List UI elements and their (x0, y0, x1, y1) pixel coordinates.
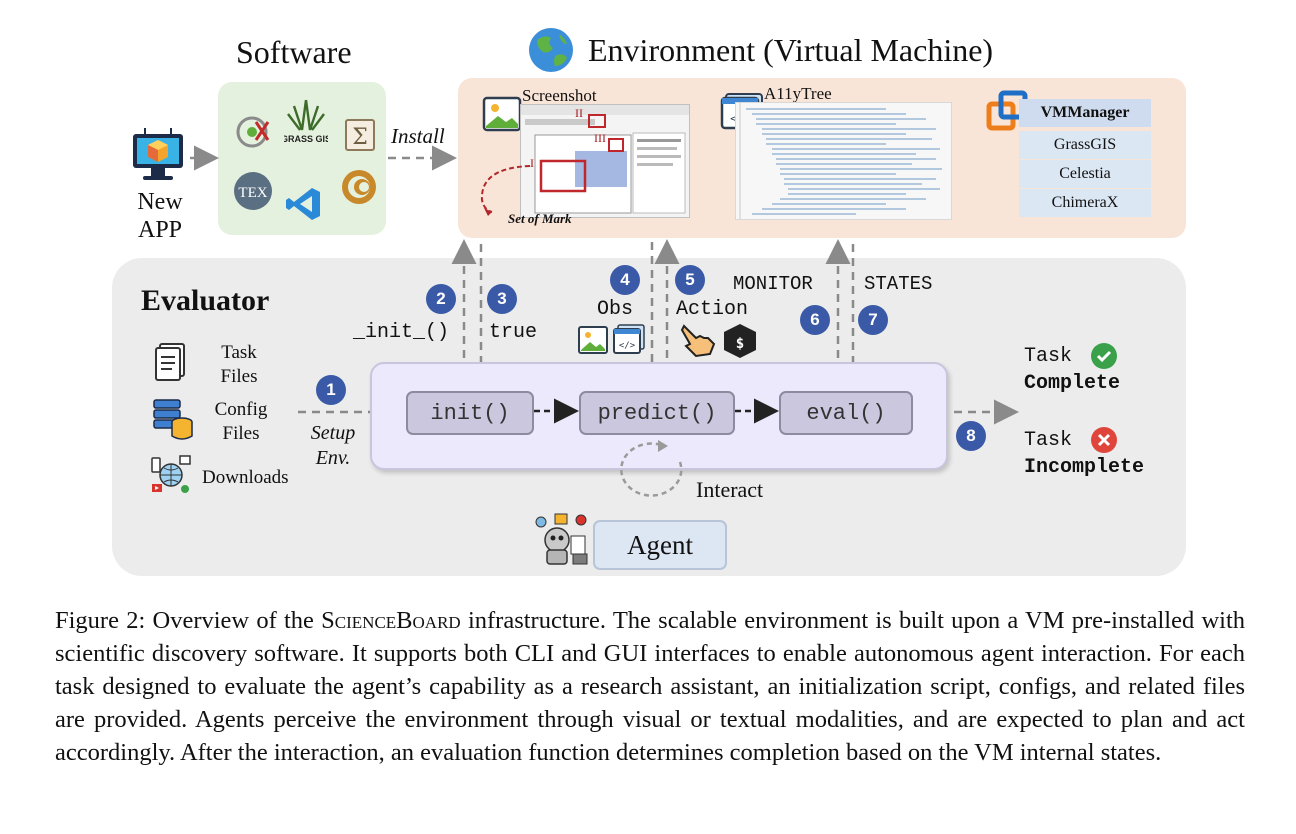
svg-text:</>: </> (619, 341, 636, 351)
step-5-badge: 5 (675, 265, 705, 295)
interact-label: Interact (696, 477, 764, 502)
new-app-label: New APP (130, 188, 190, 244)
document-icon (152, 342, 188, 384)
svg-text:GRASS GIS: GRASS GIS (284, 134, 328, 144)
step-2-badge: 2 (426, 284, 456, 314)
downloads-label: Downloads (202, 467, 289, 488)
screenshot-label: Screenshot (522, 86, 597, 105)
action-label: Action (676, 298, 749, 321)
set-of-mark-arrow (480, 165, 531, 216)
svg-text:$: $ (736, 336, 744, 352)
grassgis-icon: GRASS GIS (281, 96, 331, 148)
setup-line2: Env. (315, 447, 351, 469)
obs-image-icon (578, 326, 608, 354)
step-1-badge: 1 (316, 375, 346, 405)
agent-robot-icon (533, 512, 591, 566)
hand-pointer-icon (678, 322, 718, 358)
complete-status: Complete (1024, 372, 1121, 395)
mark-i: I (530, 156, 534, 170)
vm-app-grassgis: GrassGIS (1019, 131, 1151, 159)
true-label: true (489, 321, 538, 344)
qgis-icon (234, 112, 274, 152)
downloads-icon (150, 454, 192, 496)
terminal-icon: $ (722, 322, 758, 360)
svg-text:TEX: TEX (238, 185, 267, 201)
caption-prefix: Figure 2: Overview of the (55, 607, 322, 634)
new-app-line1: New (137, 189, 183, 215)
setup-line1: Setup (310, 422, 356, 444)
a11ytree-label: A11yTree (764, 84, 832, 103)
init-label: _init_() (353, 321, 450, 344)
step-4-badge: 4 (610, 265, 640, 295)
task-files-label: Task Files (218, 341, 260, 389)
vmmanager-title: VMManager (1019, 99, 1151, 127)
task-files-line2: Files (220, 366, 258, 387)
caption-body: infrastructure. The scalable environment… (55, 607, 1245, 766)
predict-function-box: predict() (579, 391, 735, 435)
step-7-badge: 7 (858, 305, 888, 335)
evaluator-title: Evaluator (141, 284, 270, 317)
cross-icon (1091, 427, 1117, 453)
screenshot-thumbnail (520, 104, 690, 218)
vm-app-celestia: Celestia (1019, 160, 1151, 188)
sigma-icon: Σ (344, 118, 376, 152)
agent-box: Agent (593, 520, 727, 570)
eval-function-box: eval() (779, 391, 913, 435)
celestia-icon (340, 168, 378, 206)
config-files-label: Config Files (211, 398, 271, 446)
incomplete-task-word: Task (1024, 429, 1073, 452)
new-app-line2: APP (137, 217, 183, 243)
complete-task-word: Task (1024, 345, 1073, 368)
install-label: Install (391, 124, 445, 148)
mark-iii: III (594, 131, 606, 145)
svg-text:Σ: Σ (352, 125, 368, 150)
environment-title: Environment (Virtual Machine) (588, 32, 994, 68)
obs-label: Obs (597, 298, 634, 321)
states-label: STATES (864, 273, 933, 295)
check-icon (1091, 343, 1117, 369)
set-of-mark-label: Set of Mark (508, 211, 572, 226)
a11ytree-thumbnail (735, 102, 952, 220)
caption-name: ScienceBoard (321, 607, 461, 634)
config-files-line1: Config (214, 399, 268, 420)
mark-ii: II (575, 106, 583, 120)
software-title: Software (236, 34, 352, 70)
vscode-icon (284, 184, 324, 224)
monitor-icon (131, 126, 185, 184)
monitor-label: MONITOR (733, 273, 813, 295)
tex-icon: TEX (232, 170, 274, 212)
interact-cycle (620, 442, 683, 497)
step-8-badge: 8 (956, 421, 986, 451)
task-files-line1: Task (221, 342, 257, 363)
setup-env-label: Setup Env. (305, 421, 361, 471)
globe-icon (527, 26, 575, 74)
obs-code-icon: </> (613, 324, 645, 354)
config-files-line2: Files (222, 423, 260, 444)
vm-app-chimerax: ChimeraX (1019, 189, 1151, 217)
database-icon (152, 398, 194, 442)
figure-caption: Figure 2: Overview of the ScienceBoard i… (55, 604, 1245, 769)
init-function-box: init() (406, 391, 534, 435)
step-3-badge: 3 (487, 284, 517, 314)
pipeline-arrows (534, 398, 779, 497)
incomplete-status: Incomplete (1024, 456, 1145, 479)
step-6-badge: 6 (800, 305, 830, 335)
